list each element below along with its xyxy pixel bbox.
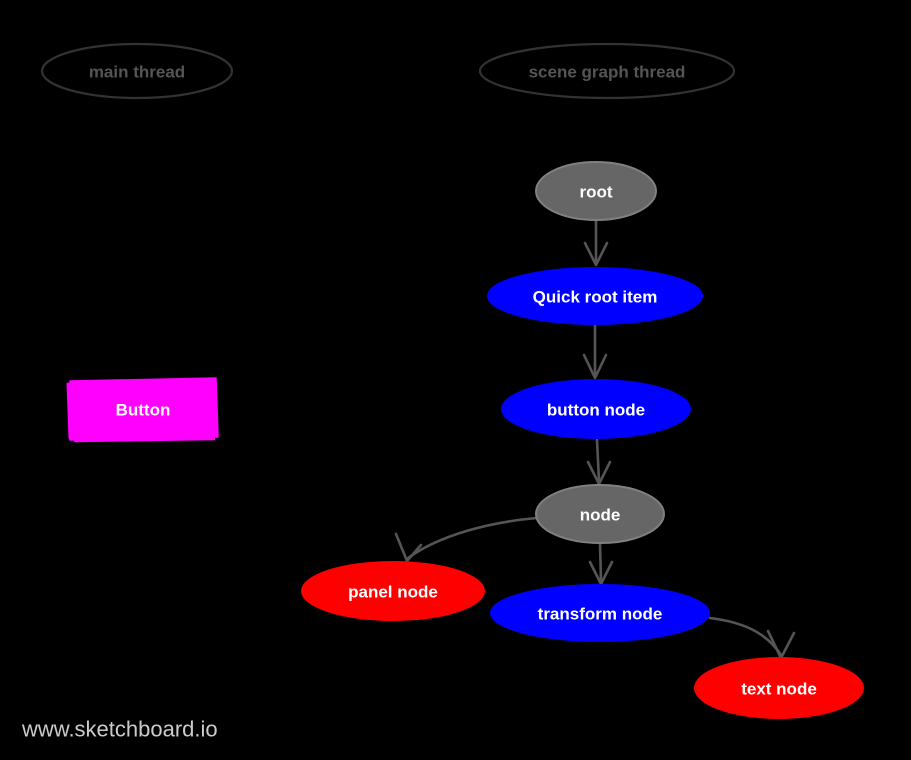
edge-node-to-panel-node-arrowhead — [394, 532, 423, 563]
watermark-label: www.sketchboard.io — [21, 717, 218, 742]
edge-button-node-to-node-arrowhead — [586, 460, 612, 486]
edge-button-node-to-node-line — [595, 438, 601, 483]
node-transform-node-ellipse — [490, 584, 710, 642]
node-button-node-ellipse — [501, 379, 691, 439]
node-transform-node[interactable]: transform node — [490, 584, 710, 642]
lane-scene-graph-thread-ellipse — [478, 42, 736, 100]
node-quick-root-item-ellipse — [487, 267, 703, 325]
edge-node-to-panel-node-line — [406, 516, 539, 560]
edge-node-to-transform-node-line — [598, 541, 603, 583]
edge-node-to-transform-node[interactable] — [588, 541, 614, 586]
shape-button-left-edge-stroke — [66, 382, 72, 440]
edge-root-to-quick-root-item-arrowhead — [583, 241, 609, 267]
node-button-node[interactable]: button node — [501, 379, 691, 439]
shape-button[interactable]: Button — [66, 377, 219, 443]
edge-button-node-to-node[interactable] — [586, 438, 612, 486]
shape-button-bottom-edge-stroke — [73, 437, 216, 443]
node-node-ellipse — [535, 484, 665, 544]
edge-node-to-transform-node-arrowhead — [588, 560, 614, 586]
edge-root-to-quick-root-item[interactable] — [583, 219, 609, 267]
node-text-node-ellipse — [694, 657, 864, 719]
node-panel-node-ellipse — [301, 561, 485, 621]
node-panel-node[interactable]: panel node — [301, 561, 485, 621]
node-quick-root-item[interactable]: Quick root item — [487, 267, 703, 325]
edge-quick-root-item-to-button-node-arrowhead — [582, 353, 608, 380]
shape-button-body — [69, 377, 219, 441]
node-node[interactable]: node — [535, 484, 665, 544]
node-root-ellipse — [535, 161, 657, 221]
edge-quick-root-item-to-button-node[interactable] — [582, 324, 608, 380]
node-root[interactable]: root — [535, 161, 657, 221]
edge-node-to-panel-node[interactable] — [394, 516, 539, 563]
lane-main-thread-ellipse — [40, 42, 234, 100]
node-text-node[interactable]: text node — [694, 657, 864, 719]
